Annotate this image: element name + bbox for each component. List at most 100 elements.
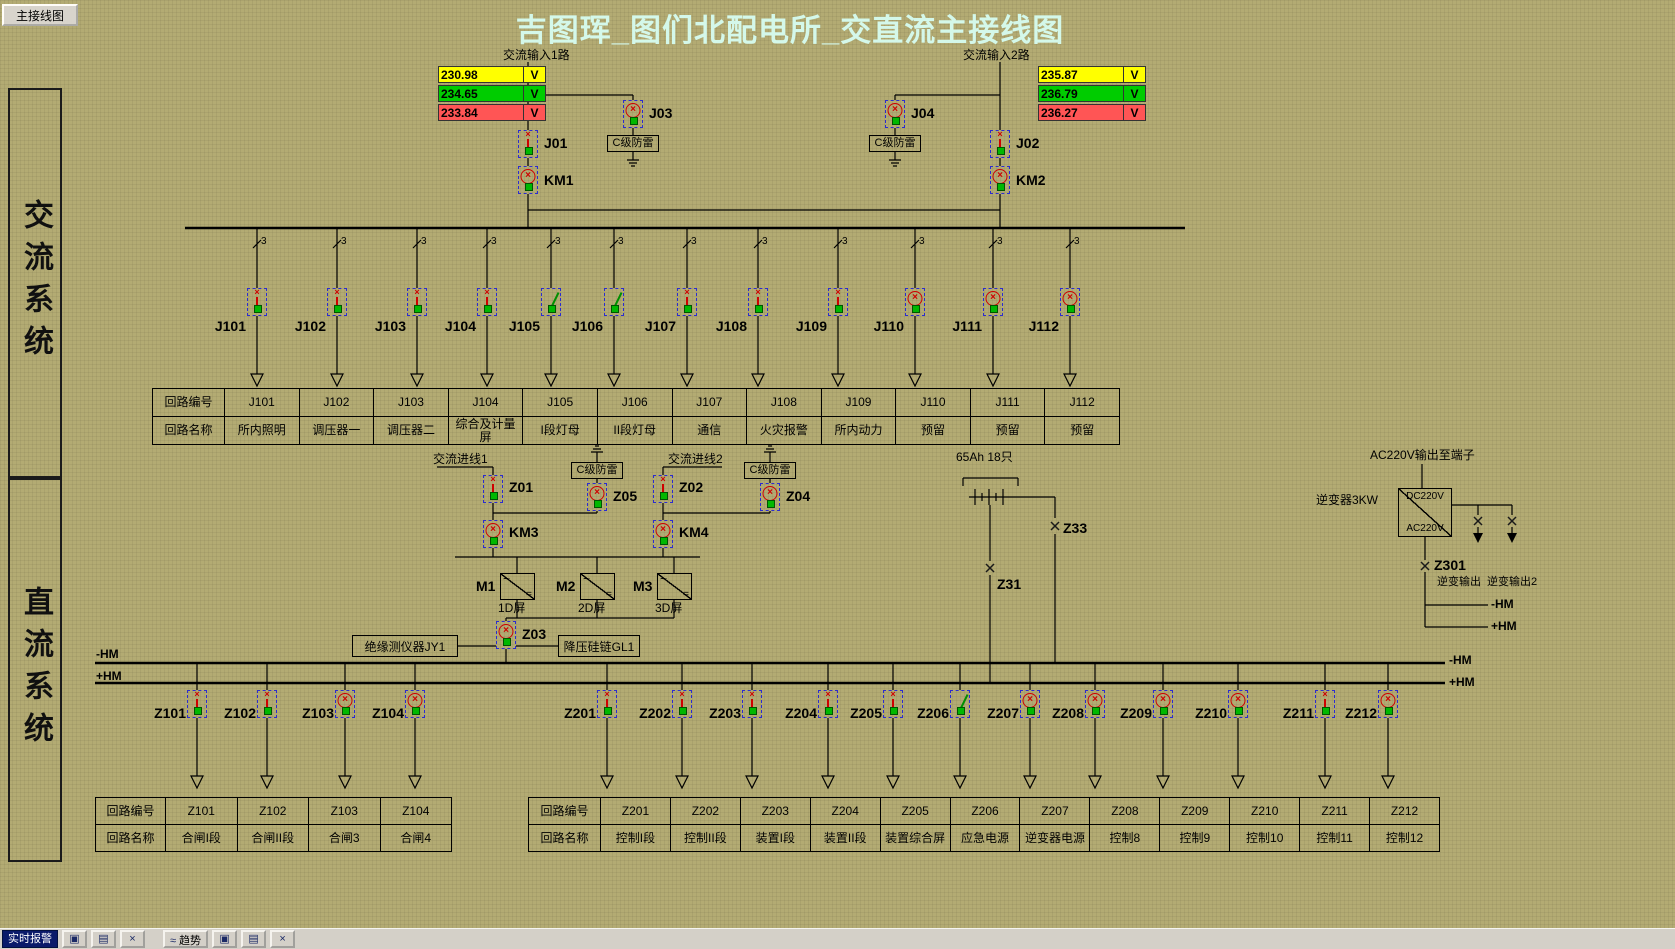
dc-inlet1-label: 交流进线1 <box>433 452 488 466</box>
dc-symbol: = <box>606 589 612 600</box>
rectifier-m1[interactable]: ~= <box>500 572 535 600</box>
breaker-j109[interactable] <box>828 288 848 316</box>
cell: Z204 <box>810 798 881 825</box>
breaker-j03[interactable] <box>623 100 643 128</box>
inverter-output2-label: 逆变输出2 <box>1487 576 1538 588</box>
contactor-km4[interactable] <box>653 520 673 548</box>
th-circuit-name: 回路名称 <box>529 825 601 852</box>
inverter-ac-label: AC220V <box>1406 523 1444 534</box>
breaker-j01[interactable] <box>518 130 538 158</box>
breaker-j04[interactable] <box>885 100 905 128</box>
contactor-km1[interactable] <box>518 166 538 194</box>
taskbar-close-button[interactable]: × <box>120 930 145 948</box>
breaker-z208[interactable] <box>1085 690 1105 718</box>
breaker-j104[interactable] <box>477 288 497 316</box>
ac-symbol: ~ <box>503 572 511 586</box>
breaker-j101[interactable] <box>247 288 267 316</box>
breaker-z01[interactable] <box>483 475 503 503</box>
cell: 合闸II段 <box>237 825 309 852</box>
cell: 火灾报警 <box>747 417 822 445</box>
ac-symbol: ~ <box>660 572 668 586</box>
breaker-j102[interactable] <box>327 288 347 316</box>
dc-system-label: 直流系统 <box>19 586 52 754</box>
breaker-z04[interactable] <box>760 483 780 511</box>
ac-system-panel: 交流系统 <box>8 88 62 478</box>
breaker-j110-label: J110 <box>873 318 904 334</box>
pos-bus-label-right: +HM <box>1449 675 1475 689</box>
surge-arrester-box: C级防雷 <box>607 135 659 152</box>
inverter-box[interactable]: DC220V AC220V <box>1398 488 1452 537</box>
taskbar-window-button[interactable]: ▤ <box>91 930 116 948</box>
phase-count: 3 <box>341 236 347 247</box>
breaker-z102-label: Z102 <box>224 705 256 721</box>
taskbar-window-button[interactable]: ▣ <box>212 930 238 948</box>
breaker-z204[interactable] <box>818 690 838 718</box>
breaker-z203[interactable] <box>742 690 762 718</box>
taskbar-window-button[interactable]: ▤ <box>241 930 267 948</box>
close-icon: × <box>279 933 286 945</box>
switch-j105[interactable] <box>541 288 561 316</box>
breaker-z207[interactable] <box>1020 690 1040 718</box>
trend-label: 趋势 <box>179 935 202 947</box>
breaker-z211[interactable] <box>1315 690 1335 718</box>
breaker-z201[interactable] <box>597 690 617 718</box>
unit: V <box>524 85 546 102</box>
breaker-j112-label: J112 <box>1028 318 1059 334</box>
breaker-j107[interactable] <box>677 288 697 316</box>
rectifier-m2-label: M2 <box>556 578 576 594</box>
switch-z206-label: Z206 <box>917 705 949 721</box>
breaker-z103[interactable] <box>335 690 355 718</box>
switch-z206[interactable] <box>950 690 970 718</box>
unit: V <box>1124 66 1146 83</box>
breaker-z202-label: Z202 <box>639 705 671 721</box>
cell: Z104 <box>380 798 452 825</box>
breaker-z204-label: Z204 <box>785 705 817 721</box>
breaker-z203-label: Z203 <box>709 705 741 721</box>
breaker-j112[interactable] <box>1060 288 1080 316</box>
contactor-km3-label: KM3 <box>509 524 539 540</box>
switch-j106[interactable] <box>604 288 624 316</box>
breaker-j111[interactable] <box>983 288 1003 316</box>
rectifier-m2[interactable]: ~= <box>580 572 615 600</box>
breaker-z209[interactable] <box>1153 690 1173 718</box>
breaker-j110[interactable] <box>905 288 925 316</box>
breaker-j103[interactable] <box>407 288 427 316</box>
contactor-km2[interactable] <box>990 166 1010 194</box>
cell: 所内照明 <box>225 417 300 445</box>
voltage-a: 235.87 <box>1038 66 1124 83</box>
trend-button[interactable]: ≈趋势 <box>163 930 209 948</box>
breaker-z02[interactable] <box>653 475 673 503</box>
breaker-j103-label: J103 <box>374 318 406 334</box>
breaker-z101[interactable] <box>187 690 207 718</box>
breaker-z211-label: Z211 <box>1282 705 1314 721</box>
cell: 装置综合屏 <box>880 825 951 852</box>
breaker-z05[interactable] <box>587 483 607 511</box>
realtime-alarm-button[interactable]: 实时报警 <box>2 930 58 948</box>
cell: J111 <box>970 389 1046 417</box>
main-diagram-tab-button[interactable]: 主接线图 <box>2 4 78 26</box>
breaker-z212[interactable] <box>1378 690 1398 718</box>
breaker-z205[interactable] <box>883 690 903 718</box>
rectifier-m3[interactable]: ~= <box>657 572 692 600</box>
breaker-z104[interactable] <box>405 690 425 718</box>
breaker-z207-label: Z207 <box>987 705 1019 721</box>
taskbar: 实时报警 ▣ ▤ × ≈趋势 ▣ ▤ × <box>0 928 1675 949</box>
breaker-j02[interactable] <box>990 130 1010 158</box>
cell: Z202 <box>670 798 741 825</box>
rectifier-m1-label: M1 <box>476 578 496 594</box>
cell: 调压器二 <box>374 417 449 445</box>
dc-system-panel: 直流系统 <box>8 478 62 862</box>
breaker-z03[interactable] <box>496 621 516 649</box>
breaker-z104-label: Z104 <box>372 705 404 721</box>
taskbar-window-button[interactable]: ▣ <box>62 930 87 948</box>
breaker-j108[interactable] <box>748 288 768 316</box>
breaker-z210[interactable] <box>1228 690 1248 718</box>
taskbar-close-button[interactable]: × <box>270 930 296 948</box>
cell: 预留 <box>1045 417 1120 445</box>
breaker-z202[interactable] <box>672 690 692 718</box>
surge-arrester-box: C级防雷 <box>744 462 796 479</box>
breaker-z101-label: Z101 <box>154 705 186 721</box>
breaker-z102[interactable] <box>257 690 277 718</box>
contactor-km3[interactable] <box>483 520 503 548</box>
cell: J102 <box>299 389 375 417</box>
